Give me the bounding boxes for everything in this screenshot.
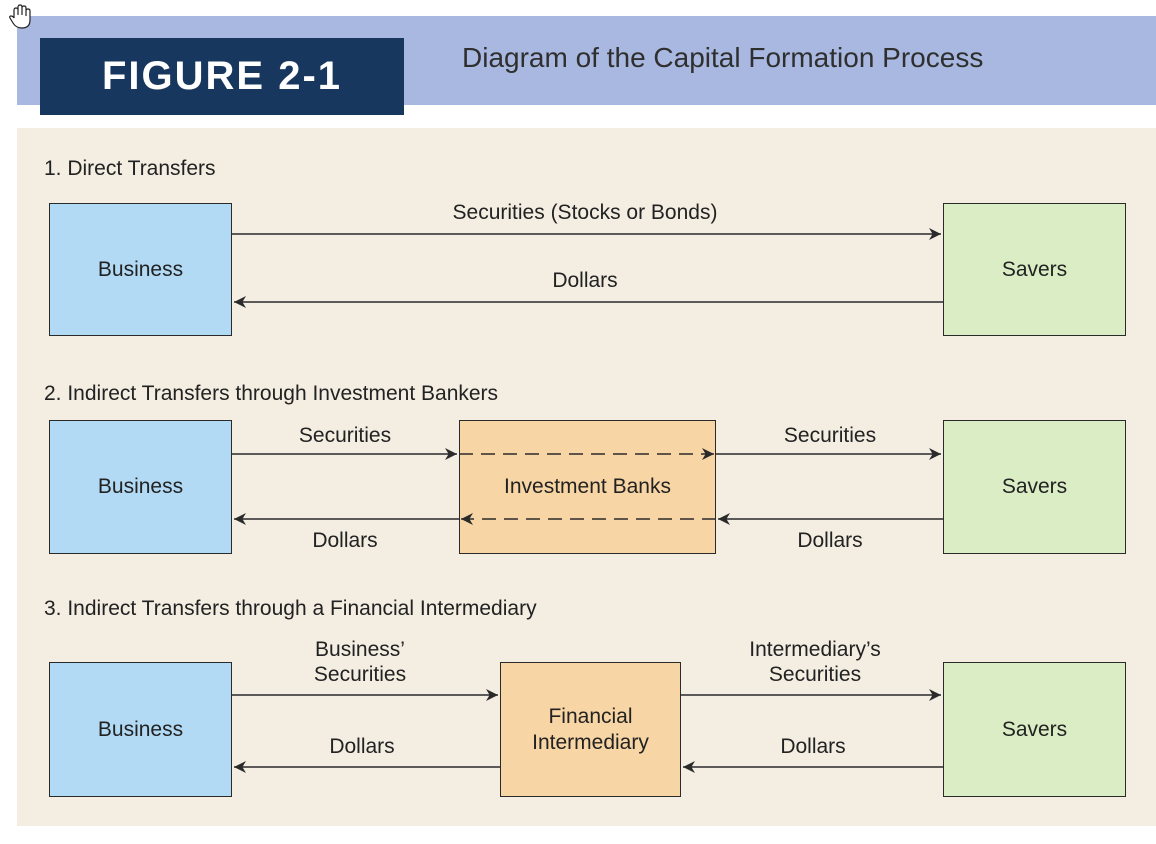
section-1-savers-box: Savers <box>943 203 1126 336</box>
section-2-dollars-right-label: Dollars <box>797 529 863 552</box>
section-2-savers-box: Savers <box>943 420 1126 554</box>
section-3-intermediary-securities-line2: Securities <box>768 663 862 687</box>
section-3-intermediary-securities-line1: Intermediary’s <box>749 638 881 661</box>
section-3-dollars-left-label: Dollars <box>329 735 395 758</box>
section-3-business-securities-line1: Business’ <box>315 638 405 661</box>
section-3-business-securities-line2: Securities <box>313 663 407 687</box>
section-3-intermediary-line2: Intermediary <box>532 730 649 754</box>
section-2-investment-banks-box: Investment Banks <box>459 420 716 554</box>
section-1-dollars-label: Dollars <box>552 269 618 292</box>
section-3-financial-intermediary-box: Financial Intermediary <box>500 662 681 797</box>
section-2-securities-left-label: Securities <box>298 424 392 447</box>
section-3-dollars-right-label: Dollars <box>780 735 846 758</box>
section-2-securities-right-label: Securities <box>783 424 877 447</box>
figure-label: FIGURE 2-1 <box>40 38 404 115</box>
section-2-label: 2. Indirect Transfers through Investment… <box>44 382 499 405</box>
section-3-business-box: Business <box>49 662 232 797</box>
section-3-intermediary-securities-label: Intermediary’s Securities <box>720 637 910 687</box>
section-3-label: 3. Indirect Transfers through a Financia… <box>44 597 537 620</box>
section-3-savers-box: Savers <box>943 662 1126 797</box>
section-1-securities-label: Securities (Stocks or Bonds) <box>452 201 718 224</box>
section-3-intermediary-line1: Financial <box>548 705 633 729</box>
section-1-business-box: Business <box>49 203 232 336</box>
section-3-business-securities-label: Business’ Securities <box>270 637 450 687</box>
figure-title: Diagram of the Capital Formation Process <box>462 42 984 73</box>
section-2-business-box: Business <box>49 420 232 554</box>
section-2-dollars-left-label: Dollars <box>312 529 378 552</box>
section-1-label: 1. Direct Transfers <box>44 157 216 180</box>
hand-cursor-icon <box>9 4 31 29</box>
